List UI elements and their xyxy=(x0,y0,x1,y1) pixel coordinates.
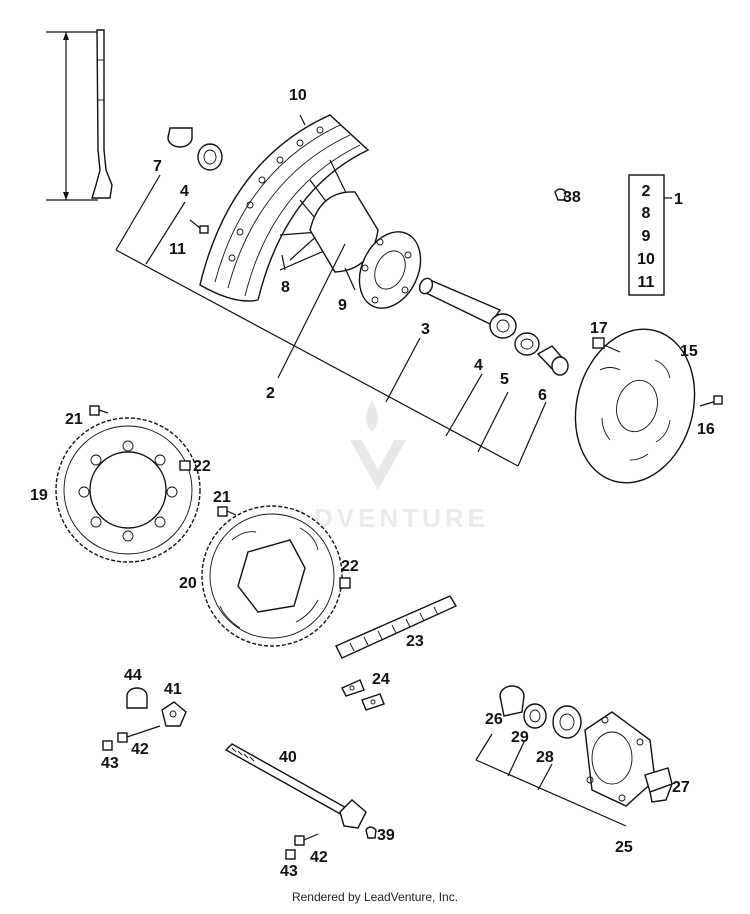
part-38 xyxy=(554,188,567,201)
callout-22-top: 22 xyxy=(193,458,211,475)
callout-21-top: 21 xyxy=(65,411,83,428)
callout-16: 16 xyxy=(697,421,715,438)
callout-10: 10 xyxy=(289,87,307,104)
callouts: 1 2 3 4 4 5 6 7 8 9 10 11 15 16 17 19 20… xyxy=(30,87,715,880)
spacer-part-7 xyxy=(167,127,193,148)
nut-part-43-left xyxy=(102,740,113,751)
callout-17: 17 xyxy=(590,320,608,337)
callout-27: 27 xyxy=(672,779,690,796)
nut-part-17 xyxy=(592,337,605,349)
callout-28: 28 xyxy=(536,749,554,766)
callout-9: 9 xyxy=(338,297,347,314)
spacer-part-26 xyxy=(499,685,525,717)
callout-25: 25 xyxy=(615,839,633,856)
carrier-part-25 xyxy=(584,711,656,807)
callout-5: 5 xyxy=(500,371,509,388)
bearing-part-4-left xyxy=(197,143,223,171)
callout-29: 29 xyxy=(511,729,529,746)
callout-22-mid: 22 xyxy=(341,558,359,575)
spoke-part xyxy=(91,29,113,199)
callout-6: 6 xyxy=(538,387,547,404)
callout-8: 8 xyxy=(281,279,290,296)
callout-44: 44 xyxy=(124,667,142,684)
bolt-part-42-left xyxy=(117,725,161,743)
nut-part-22-mid xyxy=(339,577,351,589)
sprocket-part-20 xyxy=(201,505,343,647)
callout-26: 26 xyxy=(485,711,503,728)
bolt-part-21-mid xyxy=(217,506,237,517)
master-link-part-24 xyxy=(341,679,385,711)
bolt-part-42-bottom xyxy=(294,833,319,846)
callout-43-left: 43 xyxy=(101,755,119,772)
footer-credit: Rendered by LeadVenture, Inc. xyxy=(291,890,459,904)
bearing-part-4-right xyxy=(489,313,517,339)
nut-part-22-top xyxy=(179,460,191,471)
callout-7: 7 xyxy=(153,158,162,175)
brake-disc-part-15 xyxy=(574,328,696,484)
spoke-dimension xyxy=(46,31,98,201)
spacer-tube-part-3 xyxy=(418,277,502,325)
chain-part-23 xyxy=(335,595,458,659)
callout-23: 23 xyxy=(406,633,424,650)
nipple-part-11 xyxy=(199,225,209,234)
callout-38: 38 xyxy=(563,189,581,206)
seal-part-5 xyxy=(514,332,540,356)
callout-3: 3 xyxy=(421,321,430,338)
seal-part-29 xyxy=(523,703,547,729)
kit-item-9: 9 xyxy=(642,228,651,245)
bearing-part-28 xyxy=(552,705,582,739)
callout-40: 40 xyxy=(279,749,297,766)
axle-part-40 xyxy=(224,743,367,829)
hub-part xyxy=(309,191,422,309)
callout-24: 24 xyxy=(372,671,390,688)
kit-item-11: 11 xyxy=(638,274,655,291)
kit-box: 2 8 9 10 11 xyxy=(628,174,672,296)
callout-2: 2 xyxy=(266,385,275,402)
leader-lines xyxy=(115,114,627,827)
rim-part xyxy=(199,114,370,302)
kit-item-2: 2 xyxy=(642,183,651,200)
callout-4-right: 4 xyxy=(474,357,483,374)
callout-42-left: 42 xyxy=(131,741,149,758)
sprocket-part-19 xyxy=(55,417,201,563)
kit-item-10: 10 xyxy=(637,251,655,268)
callout-1: 1 xyxy=(674,191,683,208)
spacer-part-6 xyxy=(536,345,569,376)
nut-part-43-bottom xyxy=(285,849,296,860)
part-39 xyxy=(365,826,377,839)
callout-41: 41 xyxy=(164,681,182,698)
callout-15: 15 xyxy=(680,343,698,360)
damper-part-27 xyxy=(644,767,674,803)
callout-19: 19 xyxy=(30,487,48,504)
kit-item-8: 8 xyxy=(642,205,651,222)
bolt-part-16 xyxy=(699,395,723,407)
callout-42-bottom: 42 xyxy=(310,849,328,866)
spacer-part-44 xyxy=(126,687,148,709)
callout-20: 20 xyxy=(179,575,197,592)
adjuster-part-41 xyxy=(161,701,187,727)
callout-21-mid: 21 xyxy=(213,489,231,506)
callout-43-bottom: 43 xyxy=(280,863,298,880)
callout-11: 11 xyxy=(169,241,186,258)
callout-4-left: 4 xyxy=(180,183,189,200)
callout-39: 39 xyxy=(377,827,395,844)
bolt-part-21-top xyxy=(89,405,109,416)
